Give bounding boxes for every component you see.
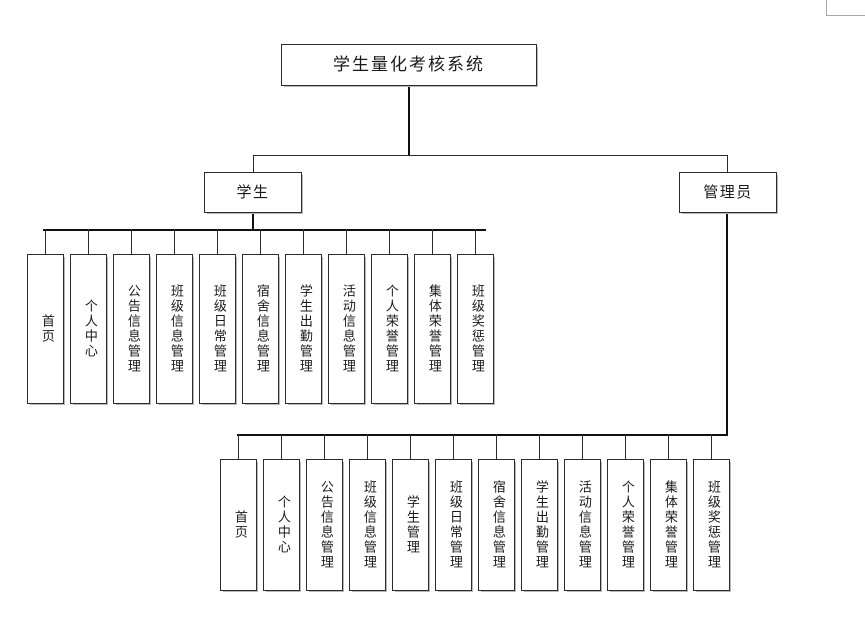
- connector-student-module-stem: [303, 229, 304, 254]
- connector-admin-module-stem: [711, 434, 712, 459]
- node-label-student-module: 首页: [38, 314, 54, 344]
- connector-admin-module-stem: [367, 434, 368, 459]
- node-label-admin-module: 首页: [231, 510, 247, 540]
- node-actor-student[interactable]: 学生: [204, 172, 302, 213]
- node-admin-module-6[interactable]: 班级日常管理: [435, 459, 472, 591]
- node-label-student-module: 学生出勤管理: [296, 284, 312, 374]
- node-admin-module-7[interactable]: 宿舍信息管理: [478, 459, 515, 591]
- node-student-module-4[interactable]: 班级信息管理: [156, 254, 193, 404]
- connector-student-module-stem: [346, 229, 347, 254]
- node-label-student-module: 班级信息管理: [167, 284, 183, 374]
- node-label-student-module: 集体荣誉管理: [425, 284, 441, 374]
- node-label-system-root: 学生量化考核系统: [333, 54, 485, 75]
- node-label-student-module: 公告信息管理: [124, 284, 140, 374]
- connector-student-module-stem: [131, 229, 132, 254]
- connector-student-module-stem: [475, 229, 476, 254]
- node-label-student-module: 班级日常管理: [210, 284, 226, 374]
- connector-admin-module-bar: [237, 434, 728, 436]
- connector-student-module-stem: [174, 229, 175, 254]
- connector-admin-module-stem: [324, 434, 325, 459]
- node-label-student-module: 宿舍信息管理: [253, 284, 269, 374]
- connector-admin-module-stem: [539, 434, 540, 459]
- node-student-module-10[interactable]: 集体荣誉管理: [414, 254, 451, 404]
- node-student-module-1[interactable]: 首页: [27, 254, 64, 404]
- node-label-student-module: 个人中心: [81, 299, 97, 359]
- connector-admin-module-stem: [281, 434, 282, 459]
- node-label-admin-module: 学生管理: [403, 495, 419, 555]
- node-label-admin-module: 公告信息管理: [317, 480, 333, 570]
- node-admin-module-8[interactable]: 学生出勤管理: [521, 459, 558, 591]
- node-student-module-2[interactable]: 个人中心: [70, 254, 107, 404]
- node-student-module-11[interactable]: 班级奖惩管理: [457, 254, 494, 404]
- connector-admin-module-stem: [410, 434, 411, 459]
- node-label-admin-module: 班级日常管理: [446, 480, 462, 570]
- connector-student-module-stem: [88, 229, 89, 254]
- node-label-admin-module: 班级信息管理: [360, 480, 376, 570]
- node-admin-module-3[interactable]: 公告信息管理: [306, 459, 343, 591]
- node-label-admin-module: 个人荣誉管理: [618, 480, 634, 570]
- node-label-actor-admin: 管理员: [703, 182, 753, 201]
- connector-student-down: [252, 213, 254, 230]
- connector-admin-module-stem: [668, 434, 669, 459]
- connector-admin-down: [726, 213, 728, 435]
- node-label-admin-module: 学生出勤管理: [532, 480, 548, 570]
- node-student-module-5[interactable]: 班级日常管理: [199, 254, 236, 404]
- node-label-admin-module: 班级奖惩管理: [704, 480, 720, 570]
- node-admin-module-4[interactable]: 班级信息管理: [349, 459, 386, 591]
- connector-actor-bar: [253, 155, 728, 156]
- connector-student-module-bar: [43, 229, 486, 231]
- connector-student-module-stem: [217, 229, 218, 254]
- node-label-admin-module: 宿舍信息管理: [489, 480, 505, 570]
- node-label-student-module: 个人荣誉管理: [382, 284, 398, 374]
- node-student-module-3[interactable]: 公告信息管理: [113, 254, 150, 404]
- connector-admin-module-stem: [582, 434, 583, 459]
- connector-to-student: [253, 155, 254, 173]
- connector-student-module-stem: [432, 229, 433, 254]
- node-label-admin-module: 集体荣誉管理: [661, 480, 677, 570]
- node-label-admin-module: 活动信息管理: [575, 480, 591, 570]
- node-actor-admin[interactable]: 管理员: [679, 172, 777, 213]
- connector-root-down: [408, 86, 410, 156]
- connector-to-admin: [727, 155, 728, 173]
- node-admin-module-1[interactable]: 首页: [220, 459, 257, 591]
- node-student-module-6[interactable]: 宿舍信息管理: [242, 254, 279, 404]
- connector-student-module-stem: [260, 229, 261, 254]
- node-admin-module-5[interactable]: 学生管理: [392, 459, 429, 591]
- node-system-root[interactable]: 学生量化考核系统: [281, 44, 537, 86]
- node-student-module-7[interactable]: 学生出勤管理: [285, 254, 322, 404]
- page-edge-horizontal-line: [826, 15, 865, 16]
- connector-admin-module-stem: [625, 434, 626, 459]
- node-admin-module-9[interactable]: 活动信息管理: [564, 459, 601, 591]
- node-student-module-9[interactable]: 个人荣誉管理: [371, 254, 408, 404]
- node-label-admin-module: 个人中心: [274, 495, 290, 555]
- node-admin-module-2[interactable]: 个人中心: [263, 459, 300, 591]
- connector-student-module-stem: [389, 229, 390, 254]
- connector-student-module-stem: [45, 229, 46, 254]
- connector-admin-module-stem: [238, 434, 239, 459]
- node-label-student-module: 班级奖惩管理: [468, 284, 484, 374]
- node-admin-module-12[interactable]: 班级奖惩管理: [693, 459, 730, 591]
- node-admin-module-11[interactable]: 集体荣誉管理: [650, 459, 687, 591]
- node-admin-module-10[interactable]: 个人荣誉管理: [607, 459, 644, 591]
- node-label-student-module: 活动信息管理: [339, 284, 355, 374]
- connector-admin-module-stem: [496, 434, 497, 459]
- page-edge-vertical-line: [826, 0, 827, 16]
- node-label-actor-student: 学生: [236, 182, 270, 201]
- connector-admin-module-stem: [453, 434, 454, 459]
- node-student-module-8[interactable]: 活动信息管理: [328, 254, 365, 404]
